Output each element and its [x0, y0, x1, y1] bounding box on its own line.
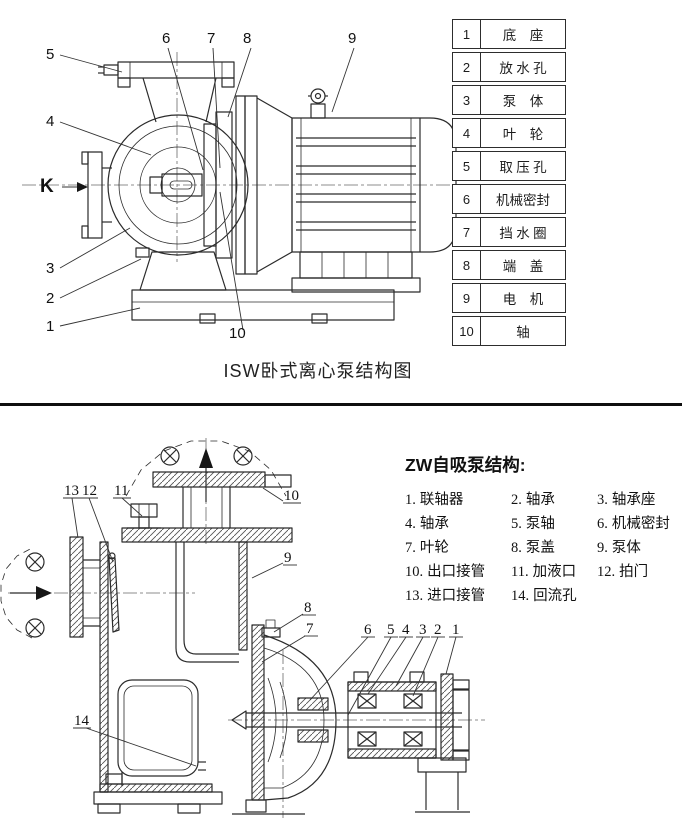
outlet-flange	[121, 471, 293, 543]
isw-pump-drawing: 5 4 3 2 1 6 7 8 9 10 K	[22, 30, 458, 342]
legend-item: 7.叶轮	[405, 540, 449, 556]
legend-item: 8.泵盖	[511, 540, 555, 556]
legend-item: 4.轴承	[405, 516, 449, 532]
volute-casing	[107, 77, 249, 291]
legend-item: 9.泵体	[597, 540, 641, 556]
shaft-hub	[149, 173, 203, 197]
bearing-icon	[357, 693, 377, 709]
bolt-cross-icon	[25, 552, 45, 572]
callout-13: 13	[64, 483, 79, 499]
callout-10: 10	[284, 488, 299, 504]
callout-4: 4	[46, 113, 54, 130]
bearing-icon	[403, 693, 423, 709]
isw-callouts: 5 4 3 2 1 6 7 8 9 10 K	[40, 30, 356, 342]
legend-item: 13.进口接管	[405, 588, 486, 604]
callout-7: 7	[207, 30, 215, 47]
callout-6: 6	[162, 30, 170, 47]
callout-2: 2	[46, 290, 54, 307]
callout-9: 9	[284, 550, 292, 566]
legend-item: 6.机械密封	[597, 516, 670, 532]
k-arrow-icon	[77, 182, 88, 192]
legend-item: 12.拍门	[597, 564, 649, 580]
inlet-arrow-icon	[36, 586, 52, 600]
callout-6: 6	[364, 622, 372, 638]
up-arrow-icon	[199, 448, 213, 468]
bearing-icon	[403, 731, 423, 747]
section-divider	[0, 403, 682, 406]
motor	[256, 88, 457, 293]
legend-item: 5.泵轴	[511, 516, 555, 532]
callout-8: 8	[243, 30, 251, 47]
callout-8: 8	[304, 600, 312, 616]
coupling	[440, 673, 454, 761]
isw-centerlines	[22, 52, 458, 262]
zw-legend-title: ZW自吸泵结构:	[405, 455, 526, 475]
bearing-icon	[357, 731, 377, 747]
callout-9: 9	[348, 30, 356, 47]
inlet-assembly	[0, 536, 120, 639]
bolt-cross-icon	[160, 446, 180, 466]
callout-12: 12	[82, 483, 97, 499]
callout-14: 14	[74, 713, 90, 729]
legend-item: 2.轴承	[511, 492, 555, 508]
filler-plug	[127, 503, 161, 529]
callout-1: 1	[452, 622, 460, 638]
bolt-cross-icon	[233, 446, 253, 466]
callout-1: 1	[46, 318, 54, 335]
callout-10: 10	[229, 325, 246, 342]
zw-legend-grid: 1.联轴器 2.轴承 3.轴承座 4.轴承 5.泵轴 6.机械密封 7.叶轮 8…	[405, 490, 681, 606]
legend-item: 14.回流孔	[511, 588, 577, 604]
seal-and-bracket	[203, 95, 258, 275]
k-view-label: K	[40, 176, 54, 197]
legend-item: 11.加液口	[511, 564, 577, 580]
callout-3: 3	[419, 622, 427, 638]
zw-callouts: 13 12 11 10 9 8 7 6 5 4 3 2 1 14	[63, 483, 463, 767]
bolt-cross-icon	[25, 618, 45, 638]
legend-item: 1.联轴器	[405, 492, 464, 508]
callout-3: 3	[46, 260, 54, 277]
callout-5: 5	[387, 622, 395, 638]
legend-item: 3.轴承座	[597, 492, 656, 508]
flap-valve	[108, 557, 120, 633]
eyebolt-icon	[308, 88, 328, 119]
base-plate	[131, 289, 395, 324]
callout-11: 11	[114, 483, 128, 499]
callout-7: 7	[306, 621, 314, 637]
discharge-pipe-arc	[125, 440, 287, 502]
legend-item: 10.出口接管	[405, 564, 486, 580]
impeller-nut	[231, 710, 247, 730]
callout-2: 2	[434, 622, 442, 638]
drain-bolt-icon	[105, 772, 123, 786]
pump-body	[93, 541, 248, 814]
supports	[232, 757, 470, 815]
isw-diagram-title: ISW卧式离心泵结构图	[223, 361, 413, 381]
callout-4: 4	[402, 622, 410, 638]
callout-5: 5	[46, 46, 54, 63]
zw-legend: ZW自吸泵结构: 1.联轴器 2.轴承 3.轴承座 4.轴承 5.泵轴 6.机械…	[399, 452, 681, 606]
suction-flange	[81, 151, 112, 239]
zw-pump-drawing: 13 12 11 10 9 8 7 6 5 4 3 2 1 14	[0, 438, 485, 818]
shaft-bearing-assembly	[246, 671, 470, 761]
